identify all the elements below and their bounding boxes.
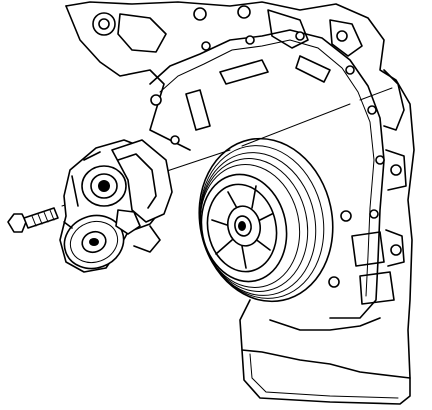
- engine-front-cover: [65, 1, 415, 405]
- tensioner-bolt: [7, 207, 59, 233]
- drive-belt-tensioner: [59, 139, 173, 273]
- crankshaft-balancer-pulley: [198, 137, 334, 303]
